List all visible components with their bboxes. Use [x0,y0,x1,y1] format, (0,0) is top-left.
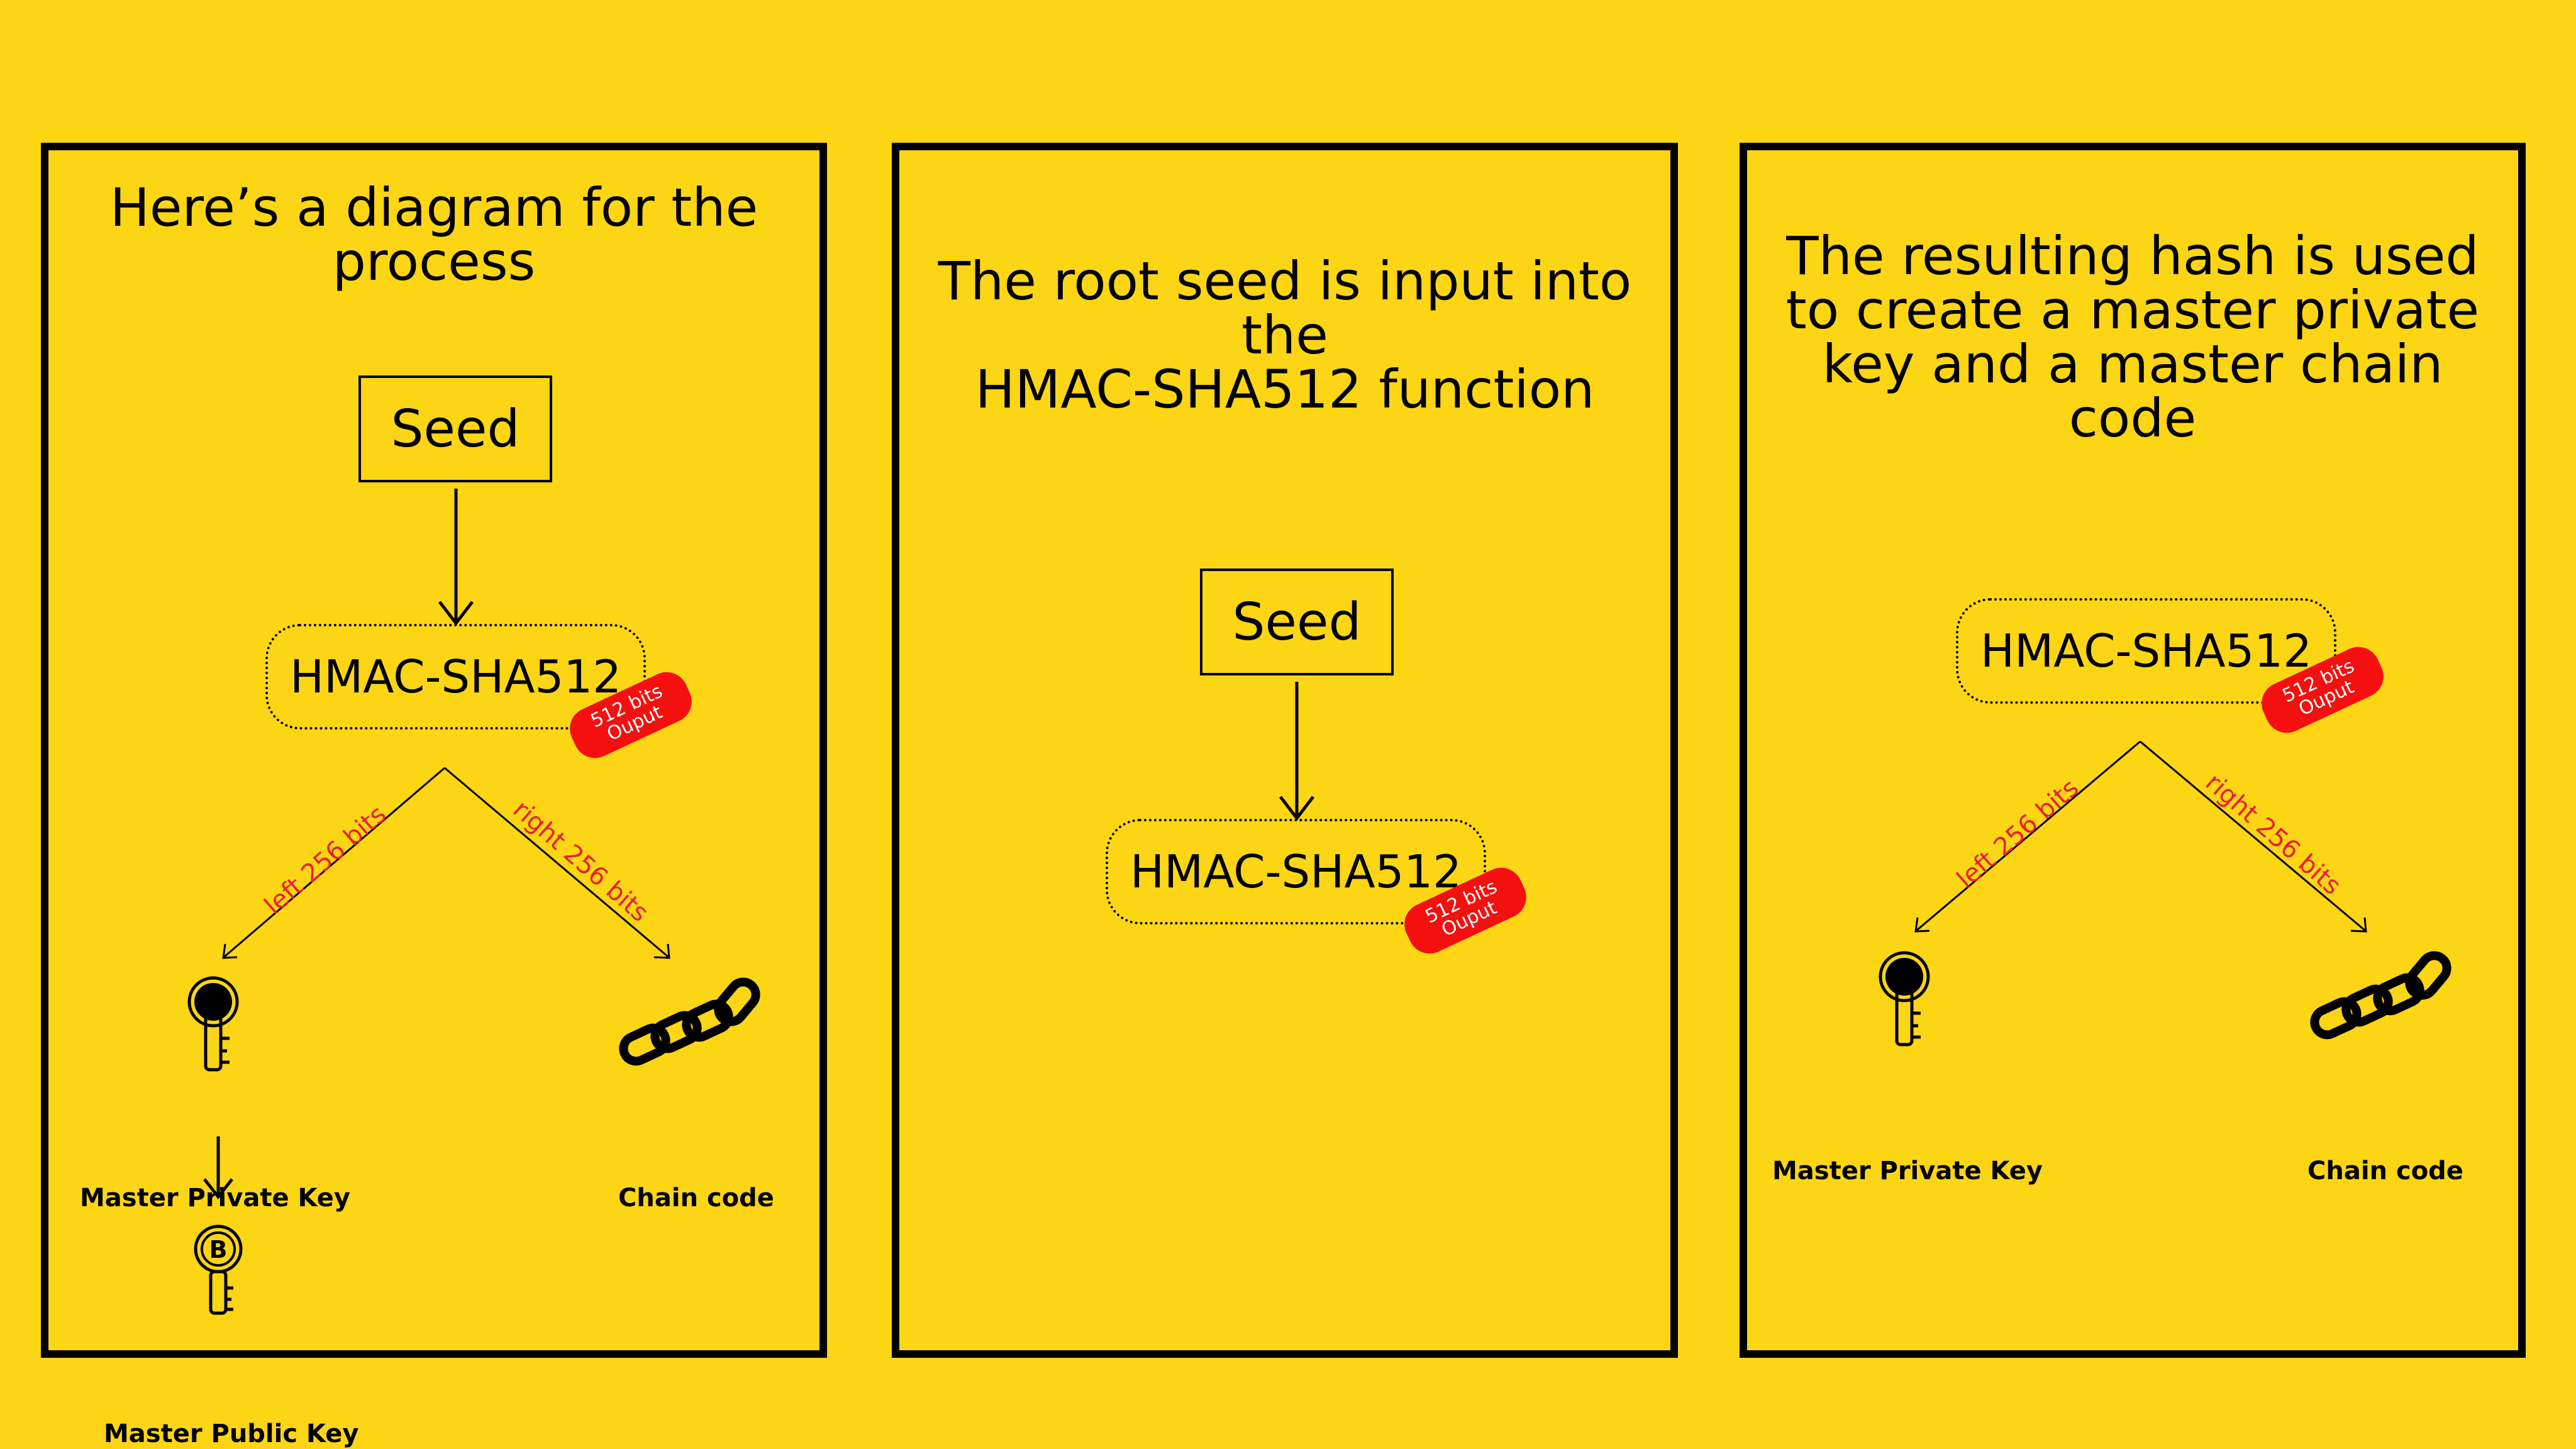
panel-hmac-input: The root seed is input into the HMAC-SHA… [892,143,1678,1358]
bitcoin-key-icon: B [194,1224,243,1315]
chain-code-caption: Chain code [618,1184,774,1213]
right-branch-arrow [2140,740,2365,931]
svg-text:B: B [209,1236,228,1263]
flow-arrows [203,489,670,1200]
private-key-caption: Master Private Key [80,1184,350,1213]
chain-code-caption: Chain code [2307,1157,2463,1185]
panel-title: The root seed is input into the HMAC-SHA… [938,250,1632,420]
seed-box: Seed [1200,569,1394,675]
left-branch-arrow [224,767,445,958]
panel-title: The resulting hash is used to create a m… [1785,225,2480,449]
flow-arrows [1279,682,1314,821]
left-branch-arrow [1916,740,2141,931]
panel-diagram-overview: Here’s a diagram for the process Seed HM… [41,143,827,1448]
right-branch-arrow [444,767,669,958]
chain-icon [619,977,760,1066]
hmac-box: HMAC-SHA512 [265,624,646,730]
panel-key-derivation: The resulting hash is used to create a m… [1740,143,2526,1358]
panel-title: Here’s a diagram for the process [109,177,758,292]
private-key-icon [1879,951,1930,1046]
arrowhead [438,601,474,626]
hmac-box: HMAC-SHA512 [1956,598,2336,704]
flow-arrows [1914,740,2367,933]
hmac-box: HMAC-SHA512 [1106,819,1486,924]
arrowhead [1279,796,1314,821]
public-key-caption: Master Public Key [104,1419,359,1448]
private-key-caption: Master Private Key [1772,1157,2043,1185]
seed-box: Seed [358,375,552,482]
chain-icon [2310,951,2451,1040]
private-key-icon [187,976,239,1072]
